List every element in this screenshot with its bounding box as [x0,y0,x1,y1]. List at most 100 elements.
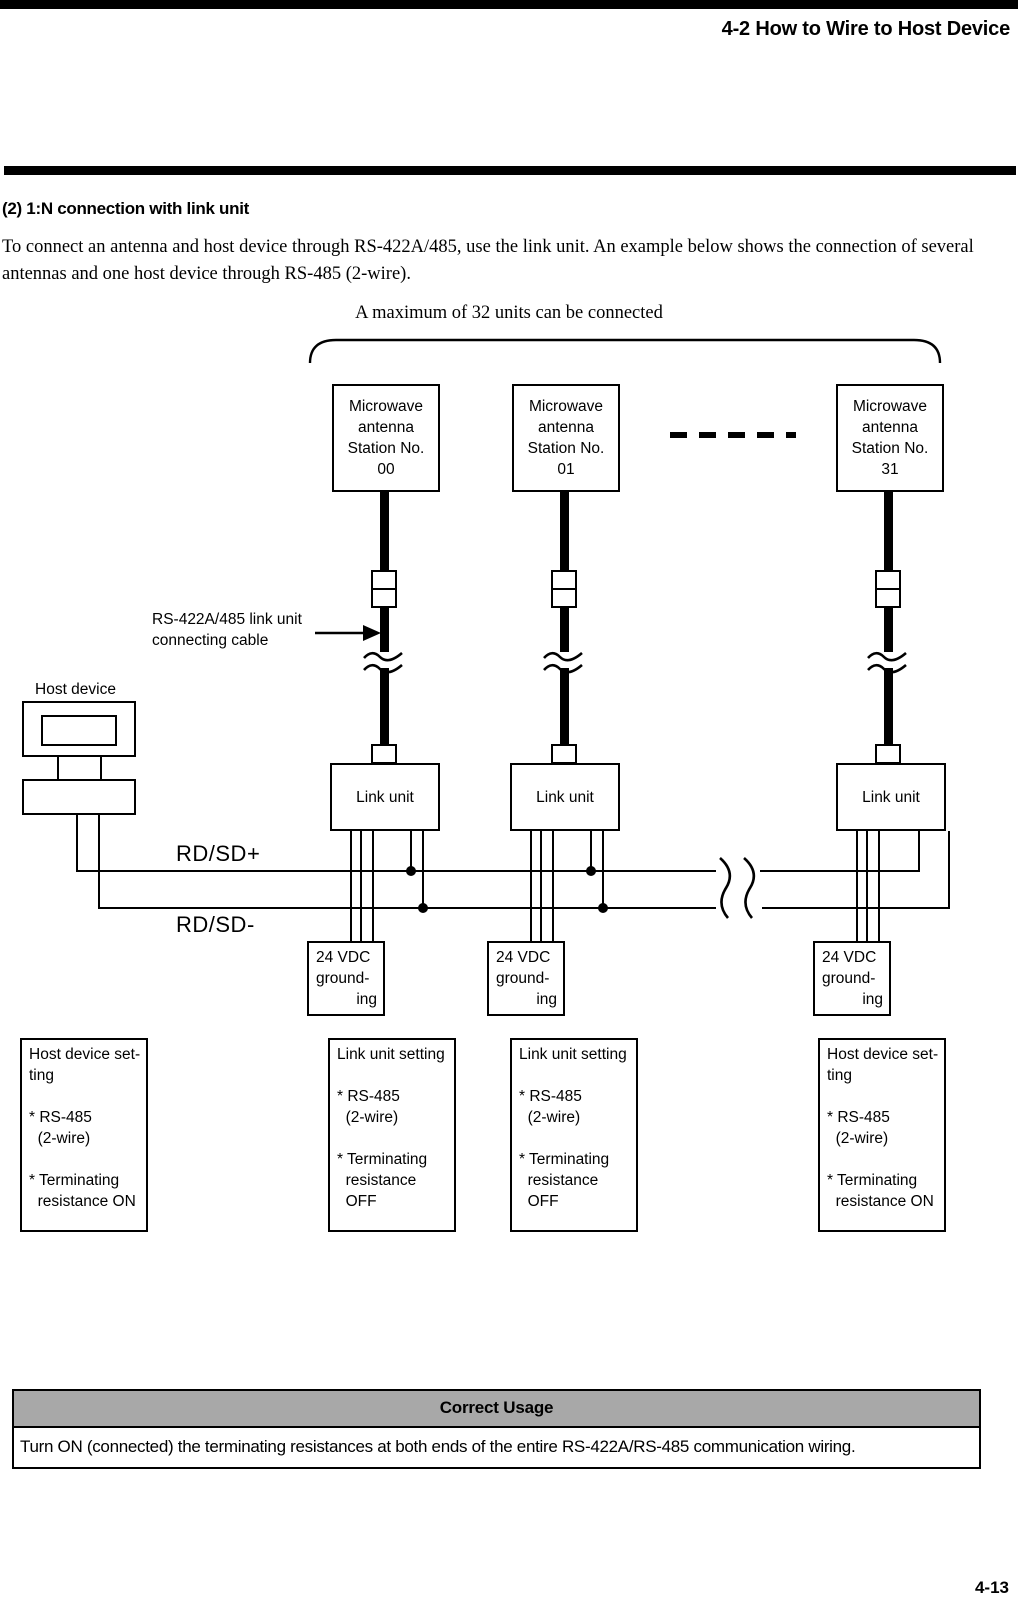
bus-line-plus-left [76,870,716,872]
link-unit-signal-wire-minus [948,831,950,909]
setting-box-item1: * RS-485 (2-wire) [827,1109,890,1147]
antenna-label-line4: 01 [557,461,575,478]
bus-junction-dot-plus [586,866,596,876]
antenna-group-bracket [308,338,942,364]
antenna-box-31: Microwave antenna Station No. 31 [836,384,944,492]
link-unit-label: Link unit [356,788,414,806]
antenna-label-line4: 00 [377,461,395,478]
ground-box-00: 24 VDC ground- ing [307,941,385,1016]
bus-junction-dot-plus [406,866,416,876]
setting-box-title: Link unit setting [519,1046,627,1063]
max-units-caption: A maximum of 32 units can be connected [355,303,663,323]
antenna-cable-segment-bottom [560,668,569,746]
setting-box-item1: * RS-485 (2-wire) [29,1109,92,1147]
setting-box-item1: * RS-485 (2-wire) [519,1088,582,1126]
antenna-cable-segment-mid [884,606,893,652]
link-unit-power-wire [878,831,880,941]
section-heading: (2) 1:N connection with link unit [2,199,249,218]
bus-plus-label: RD/SD+ [176,841,261,866]
antenna-cable-segment-top [560,492,569,572]
link-unit-box-31: Link unit [836,763,946,831]
host-device-neck-right [100,757,102,781]
host-device-base [22,779,136,815]
setting-box-title: Host device set- ting [827,1046,939,1084]
antenna-cable-segment-mid [380,606,389,652]
antenna-label-line3: Station No. [527,440,605,457]
correct-usage-table: Correct Usage Turn ON (connected) the te… [12,1389,981,1469]
ground-label-line3: ing [356,991,377,1008]
antenna-label-line2: antenna [861,419,919,436]
antenna-label-line2: antenna [537,419,595,436]
section-intro-paragraph: To connect an antenna and host device th… [2,237,974,284]
link-unit-signal-wire-plus [590,831,592,874]
setting-box-title: Link unit setting [337,1046,445,1063]
cable-callout-arrow-icon [315,625,381,641]
host-device-screen [41,715,117,746]
setting-box-host-left: Host device set- ting * RS-485 (2-wire) … [20,1038,148,1232]
bus-line-plus-right [760,870,920,872]
link-unit-power-wire [552,831,554,941]
link-unit-signal-wire-plus [410,831,412,874]
setting-box-item2: * Terminating resistance OFF [337,1151,428,1210]
antenna-cable-segment-bottom [884,668,893,746]
link-unit-power-wire [866,831,868,941]
host-lead-plus-vertical [76,815,78,872]
correct-usage-body: Turn ON (connected) the terminating resi… [14,1428,979,1467]
page-top-rule [0,0,1018,9]
setting-box-title: Host device set- ting [29,1046,141,1084]
setting-box-item2: * Terminating resistance ON [29,1172,136,1210]
antenna-label-line1: Microwave [852,398,928,415]
link-unit-power-wire [530,831,532,941]
ground-box-01: 24 VDC ground- ing [487,941,565,1016]
ground-label-line1: 24 VDC [822,949,877,966]
cable-connector-upper [371,570,397,608]
ground-label-line2: ground- [496,970,550,987]
antenna-continuation-dashes [670,432,796,438]
link-unit-power-wire [350,831,352,941]
ground-box-31: 24 VDC ground- ing [813,941,891,1016]
antenna-box-00: Microwave antenna Station No. 00 [332,384,440,492]
link-unit-power-wire [372,831,374,941]
setting-box-item2: * Terminating resistance OFF [519,1151,610,1210]
cable-callout-label: RS-422A/485 link unit connecting cable [152,611,302,649]
ground-label-line2: ground- [316,970,370,987]
bus-line-minus-left [98,907,716,909]
link-unit-signal-wire-minus [422,831,424,911]
link-unit-label: Link unit [536,788,594,806]
antenna-cable-segment-mid [560,606,569,652]
antenna-label-line1: Microwave [528,398,604,415]
link-unit-signal-wire-plus [918,831,920,872]
antenna-cable-segment-bottom [380,668,389,746]
setting-box-item2: * Terminating resistance ON [827,1172,934,1210]
link-unit-power-wire [856,831,858,941]
host-device-label: Host device [35,681,116,698]
correct-usage-header: Correct Usage [14,1391,979,1428]
page-header-title: 4-2 How to Wire to Host Device [721,18,1011,40]
cable-connector-lower [551,744,577,764]
antenna-cable-segment-top [380,492,389,572]
setting-box-link-unit-2: Link unit setting * RS-485 (2-wire) * Te… [510,1038,638,1232]
antenna-label-line2: antenna [357,419,415,436]
section-divider-rule [4,166,1016,175]
cable-connector-upper [875,570,901,608]
page-number: 4-13 [974,1578,1009,1597]
antenna-cable-segment-top [884,492,893,572]
ground-label-line3: ing [536,991,557,1008]
link-unit-box-00: Link unit [330,763,440,831]
bus-junction-dot-minus [418,903,428,913]
ground-label-line1: 24 VDC [496,949,551,966]
antenna-label-line3: Station No. [851,440,929,457]
ground-label-line2: ground- [822,970,876,987]
antenna-box-01: Microwave antenna Station No. 01 [512,384,620,492]
bus-break-squiggle [719,857,756,919]
link-unit-box-01: Link unit [510,763,620,831]
setting-box-link-unit-1: Link unit setting * RS-485 (2-wire) * Te… [328,1038,456,1232]
bus-minus-label: RD/SD- [176,912,255,937]
link-unit-label: Link unit [862,788,920,806]
antenna-label-line3: Station No. [347,440,425,457]
link-unit-signal-wire-minus [602,831,604,911]
host-device-neck-left [57,757,59,781]
host-lead-minus-vertical [98,815,100,909]
antenna-label-line1: Microwave [348,398,424,415]
